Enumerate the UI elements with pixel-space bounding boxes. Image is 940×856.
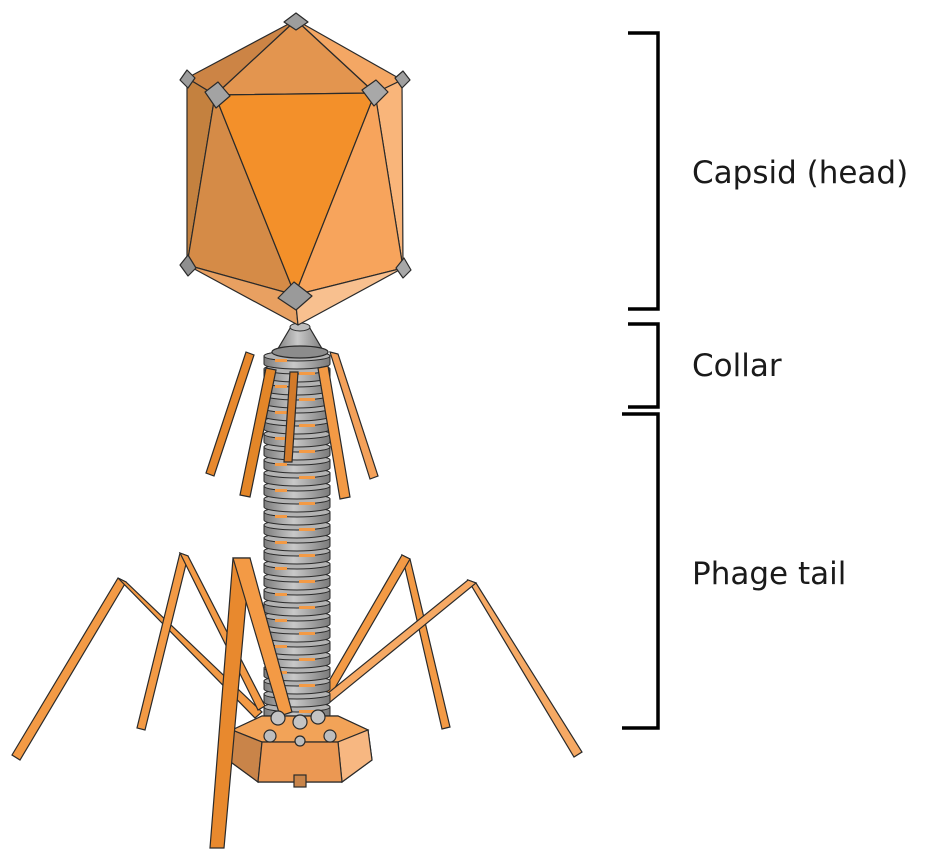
- collar-bracket: [628, 324, 658, 407]
- capsid-head: [180, 13, 411, 325]
- brackets: [622, 33, 658, 728]
- collar-label: Collar: [692, 348, 782, 384]
- phage-tail-label: Phage tail: [692, 556, 846, 592]
- capsid-label: Capsid (head): [692, 155, 908, 191]
- tail-bracket: [622, 414, 658, 728]
- collar: [272, 323, 328, 358]
- capsid-bracket: [628, 33, 658, 309]
